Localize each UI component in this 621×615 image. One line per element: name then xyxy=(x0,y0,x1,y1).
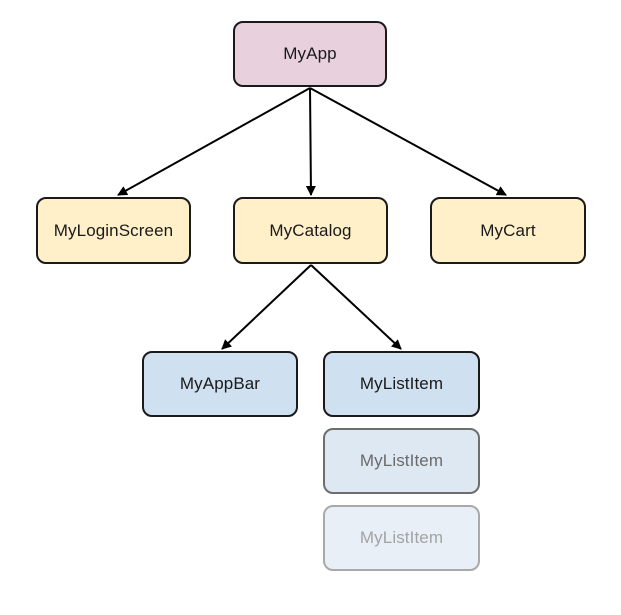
node-myappbar-label: MyAppBar xyxy=(179,374,261,393)
node-mylistitem-1: MyListItem xyxy=(323,351,480,417)
node-myapp-label: MyApp xyxy=(283,44,337,63)
edge-mycatalog-to-mylistitem xyxy=(310,264,402,350)
node-myapp: MyApp xyxy=(233,21,387,87)
node-mycart-label: MyCart xyxy=(480,220,536,240)
node-mycart: MyCart xyxy=(430,197,586,264)
node-myloginscreen: MyLoginScreen xyxy=(36,197,191,264)
node-mylistitem-1-label: MyListItem xyxy=(359,374,444,393)
node-mycatalog: MyCatalog xyxy=(233,197,388,264)
node-mylistitem-2: MyListItem xyxy=(323,428,480,494)
node-mylistitem-3: MyListItem xyxy=(323,505,480,571)
node-mylistitem-3-label: MyListItem xyxy=(359,528,444,547)
edge-myapp-to-mycatalog xyxy=(305,87,316,196)
node-mycatalog-label: MyCatalog xyxy=(269,220,352,240)
edge-myapp-to-mycart xyxy=(309,87,507,196)
node-mylistitem-2-label: MyListItem xyxy=(359,451,444,470)
edge-myapp-to-myloginscreen xyxy=(117,87,311,196)
edge-mycatalog-to-myappbar xyxy=(221,264,312,350)
node-myappbar: MyAppBar xyxy=(142,351,298,417)
node-myloginscreen-label: MyLoginScreen xyxy=(53,220,174,240)
